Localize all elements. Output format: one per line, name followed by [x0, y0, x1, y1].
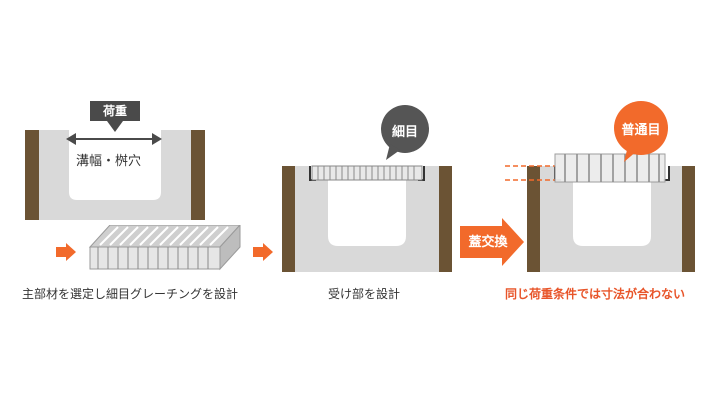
concrete-channel — [540, 166, 682, 272]
orange-arrow-icon — [253, 243, 273, 261]
load-label: 荷重 — [102, 104, 127, 118]
speech-bubble-orange — [614, 101, 668, 162]
soil-right — [191, 130, 205, 220]
soil-left — [527, 166, 540, 272]
trench-with-standard-grating — [505, 153, 695, 272]
width-label: 溝幅・桝穴 — [76, 154, 142, 169]
trench-with-fine-grating — [282, 165, 452, 272]
width-dimension-arrow-icon — [66, 133, 162, 145]
soil-right — [682, 166, 695, 272]
soil-left — [282, 166, 295, 272]
standard-grating — [554, 153, 666, 183]
panel1-caption: 主部材を選定し細目グレーチングを設計 — [22, 287, 239, 301]
fine-mesh-label: 細目 — [391, 125, 418, 140]
trench-cross-section-1 — [25, 130, 205, 220]
lid-replacement-arrow-icon — [460, 218, 524, 266]
lid-replacement-label: 蓋交換 — [468, 235, 508, 250]
panel3-caption: 同じ荷重条件では寸法が合わない — [505, 287, 686, 301]
speech-bubble-dark — [381, 105, 429, 160]
soil-left — [25, 130, 39, 220]
soil-right — [439, 166, 452, 272]
load-arrow-icon — [107, 121, 123, 132]
standard-mesh-label: 普通目 — [621, 123, 661, 138]
concrete-channel — [295, 166, 439, 272]
panel2-caption: 受け部を設計 — [328, 287, 401, 301]
orange-arrow-icon — [56, 243, 76, 261]
concrete-channel — [39, 130, 191, 220]
fine-grating-illustration — [88, 225, 241, 271]
fine-grating — [311, 165, 423, 181]
load-label-box: 荷重 — [90, 101, 140, 121]
